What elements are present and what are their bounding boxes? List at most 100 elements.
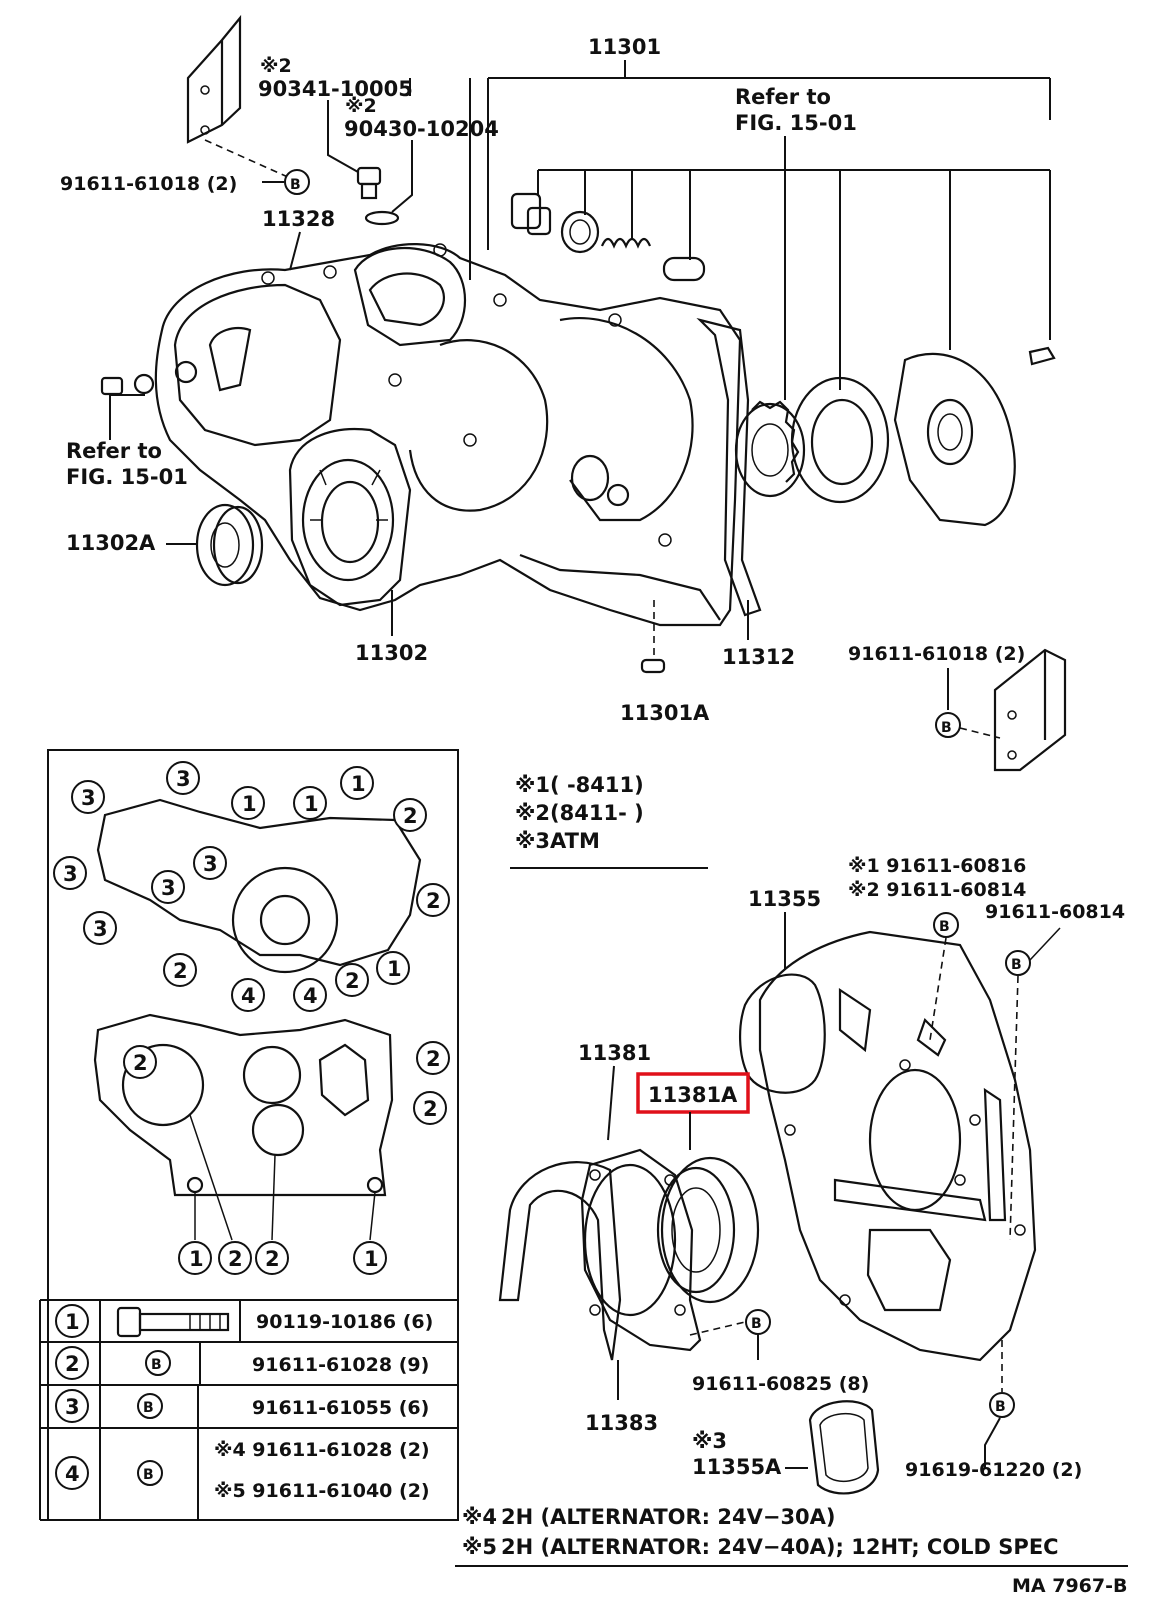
svg-text:3: 3 [65,1395,80,1419]
label-11312: 11312 [722,645,795,669]
svg-text:2: 2 [426,1047,441,1071]
bolt-symbol-text: B [290,177,301,193]
table-part-2: 91611-61028 (9) [252,1354,429,1376]
rear-oil-seal [656,1156,760,1304]
label-11328: 11328 [262,207,335,231]
svg-text:2: 2 [345,969,360,993]
label-90430-10204: 90430-10204 [344,117,499,141]
table-part-1: 90119-10186 (6) [256,1311,433,1333]
end-plate [738,930,1037,1362]
label-11383: 11383 [585,1411,658,1435]
label-note1-91611-60816: ※1 91611-60816 [848,855,1026,877]
label-91619-61220: 91619-61220 (2) [905,1459,1082,1481]
label-note3: ※3 [692,1429,727,1453]
svg-text:2: 2 [403,804,418,828]
svg-text:1: 1 [189,1247,204,1271]
svg-text:4: 4 [65,1462,80,1486]
label-11301A: 11301A [620,701,710,725]
leader-11301 [409,60,1051,280]
label-91611-60814: 91611-60814 [985,901,1125,923]
svg-text:1: 1 [387,957,402,981]
svg-text:※42H (ALTERNATOR: 24V−30A): ※42H (ALTERNATOR: 24V−30A) [462,1505,836,1529]
highlight-box-11381A [636,1072,750,1114]
svg-text:B: B [143,1467,154,1483]
svg-text:3: 3 [81,786,96,810]
bolt-washer-left [100,373,155,396]
bracket-right [993,648,1067,772]
leader-oil-pump-parts [537,169,1051,390]
svg-text:1: 1 [242,792,257,816]
bolt-symbol-icon [935,712,961,738]
bolt-symbol-icon [137,1460,163,1486]
bolt-symbol-icon [989,1392,1015,1418]
label-refer-left-2: FIG. 15-01 [66,465,188,489]
svg-text:2: 2 [265,1247,280,1271]
svg-text:2: 2 [228,1247,243,1271]
svg-text:1: 1 [304,792,319,816]
svg-text:4: 4 [303,984,318,1008]
svg-text:B: B [995,1399,1006,1415]
label-11381A: 11381A [648,1083,738,1107]
svg-text:B: B [751,1316,762,1332]
timing-cover-assembly [154,243,762,627]
drain-bolt [356,166,400,226]
svg-text:2: 2 [173,959,188,983]
svg-text:3: 3 [203,852,218,876]
label-91611-60825: 91611-60825 (8) [692,1373,869,1395]
label-91611-61018-right: 91611-61018 (2) [848,643,1025,665]
flange-bolt-icon [116,1306,230,1338]
svg-text:B: B [143,1400,154,1416]
bolt-symbol-icon [284,169,310,195]
svg-text:2: 2 [423,1097,438,1121]
bolt-map-lower [93,1013,394,1197]
svg-text:3: 3 [93,917,108,941]
label-refer-top-2: FIG. 15-01 [735,111,857,135]
label-11302A: 11302A [66,531,156,555]
bracket-top-left [186,14,291,179]
svg-text:3: 3 [63,862,78,886]
svg-text:2: 2 [133,1051,148,1075]
label-11381: 11381 [578,1041,651,1065]
bolt-map-upper [96,798,422,974]
svg-text:※52H (ALTERNATOR: 24V−40A); 12: ※52H (ALTERNATOR: 24V−40A); 12HT; COLD S… [462,1535,1059,1559]
label-refer-top-1: Refer to [735,85,831,109]
inspection-plug [808,1400,880,1495]
svg-text:1: 1 [351,772,366,796]
notes-block: ※1( -8411) ※2(8411- ) ※3ATM [510,773,708,869]
label-note2-a: ※2 [260,55,292,77]
bolt-table: 1 2 3 4 B B B 90119-10186 (6) 91611-6102… [39,1299,458,1521]
label-11302: 11302 [355,641,428,665]
oil-seal-retainer [580,1148,702,1352]
label-90341-10005: 90341-10005 [258,77,413,101]
dowel-pin [640,658,666,674]
svg-text:3: 3 [176,767,191,791]
bolt-map-lower-numbers: 2 2 2 1 2 2 1 [123,1041,450,1275]
table-part-4a: ※4 91611-61028 (2) [214,1439,430,1461]
svg-text:※1( -8411): ※1( -8411) [515,773,644,797]
bolt-symbol-icon [145,1350,171,1376]
label-11355A: 11355A [692,1455,782,1479]
label-note2-b: ※2 [345,95,377,117]
label-refer-left-1: Refer to [66,439,162,463]
retainer-gasket [498,1161,622,1361]
svg-text:B: B [939,919,950,935]
document-code: MA 7967-B [1012,1575,1127,1597]
svg-text:3: 3 [161,876,176,900]
oil-pump-rotor [734,352,1016,527]
label-91611-61018-left: 91611-61018 (2) [60,173,237,195]
svg-text:※3ATM: ※3ATM [515,829,600,853]
bolt-symbol-text: B [941,720,952,736]
svg-text:※2(8411- ): ※2(8411- ) [515,801,644,825]
label-note2-91611-60814: ※2 91611-60814 [848,879,1026,901]
oil-seal-front [195,503,264,587]
svg-text:1: 1 [65,1310,80,1334]
bolt-symbol-icon [137,1393,163,1419]
svg-text:2: 2 [65,1352,80,1376]
table-part-4b: ※5 91611-61040 (2) [214,1480,430,1502]
svg-text:B: B [1011,957,1022,973]
label-11301: 11301 [588,35,661,59]
bolt-symbol-icon [1005,950,1031,976]
svg-text:B: B [151,1357,162,1373]
